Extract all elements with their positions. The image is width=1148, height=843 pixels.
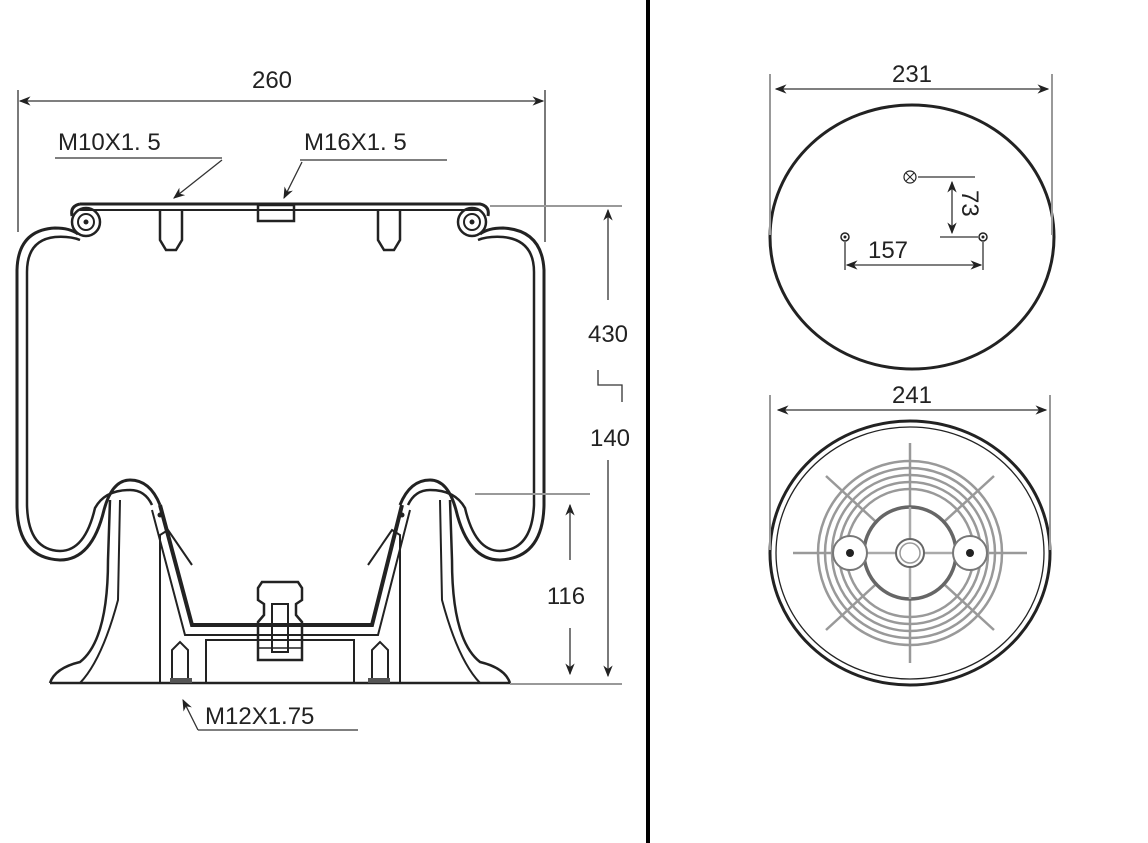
thread-bottom-label: M12X1.75 xyxy=(205,703,314,730)
max-height-label: 430 xyxy=(588,321,628,348)
bottom-view-dimensions: 241 xyxy=(769,382,1051,550)
bottom-diameter-label: 241 xyxy=(892,382,932,409)
hole-spacing-label: 157 xyxy=(868,237,908,264)
min-height-label: 140 xyxy=(590,425,630,452)
top-view-dimensions: 231 73 157 xyxy=(769,61,1053,270)
thread-top-center-label: M16X1. 5 xyxy=(304,129,407,156)
offset-label: 73 xyxy=(956,190,983,217)
bottom-view-piston xyxy=(768,419,1052,687)
side-view-air-spring xyxy=(15,202,546,685)
top-view-plate xyxy=(768,103,1056,371)
piston-height-label: 116 xyxy=(547,583,585,610)
side-view-dimensions: 260 M10X1. 5 M16X1. 5 430 140 116 M12X1.… xyxy=(17,67,630,731)
top-diameter-label: 231 xyxy=(892,61,932,88)
width-dimension-label: 260 xyxy=(252,67,292,94)
thread-top-left-label: M10X1. 5 xyxy=(58,129,161,156)
